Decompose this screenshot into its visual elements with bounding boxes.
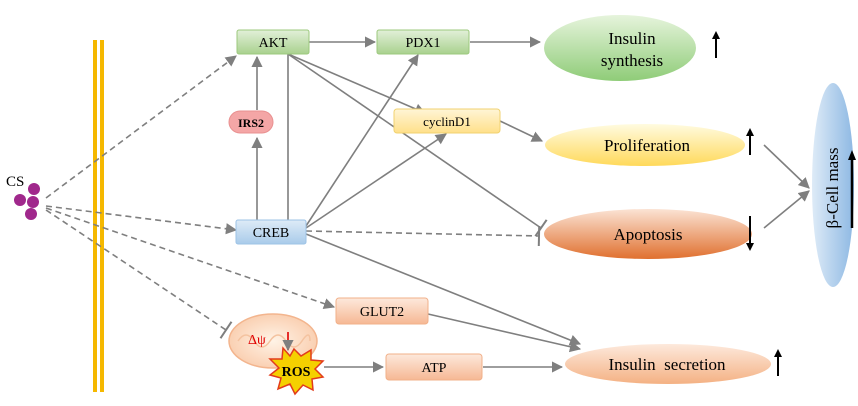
insulin-secretion-outcome: Insulin secretion [565, 344, 771, 384]
insulin-synthesis-label-line2: synthesis [601, 51, 663, 70]
arrow-up-icon-insulin-secretion [774, 349, 782, 376]
creb-label: CREB [253, 226, 290, 241]
arrow-up-icon-insulin-synthesis [712, 31, 720, 58]
proliferation-label: Proliferation [604, 136, 690, 155]
apoptosis-label: Apoptosis [614, 225, 683, 244]
cs-label: CS [6, 174, 24, 190]
irs2-node[interactable]: IRS2 [228, 110, 274, 134]
cyclind1-node[interactable]: cyclinD1 [393, 108, 501, 134]
beta-cell-mass-outcome: β-Cell mass [812, 83, 854, 287]
cell-membrane [93, 40, 104, 392]
cyclind1-label: cyclinD1 [423, 114, 471, 129]
pdx1-label: PDX1 [405, 36, 440, 51]
arrow-up-icon-beta-cell-mass [848, 150, 856, 228]
glut2-node[interactable]: GLUT2 [335, 297, 429, 325]
ros-label: ROS [282, 365, 311, 380]
pdx1-node[interactable]: PDX1 [376, 29, 470, 55]
insulin-synthesis-label-line1: Insulin [608, 29, 656, 48]
beta-cell-mass-label: β-Cell mass [823, 148, 842, 229]
akt-label: AKT [259, 36, 288, 51]
cs-dashed-arrows [45, 55, 336, 339]
atp-node[interactable]: ATP [385, 353, 483, 381]
glut2-label: GLUT2 [360, 305, 404, 320]
akt-node[interactable]: AKT [236, 29, 310, 55]
ros-burst-icon: ROS [268, 346, 325, 396]
proliferation-outcome: Proliferation [545, 124, 745, 166]
delta-psi-label: Δψ [248, 333, 266, 348]
atp-label: ATP [422, 361, 447, 376]
pathway-connections [251, 36, 810, 373]
cs-molecule-cluster [14, 183, 40, 220]
creb-node[interactable]: CREB [235, 219, 307, 245]
arrow-down-icon-apoptosis [746, 216, 754, 251]
creb-apoptosis-dashed-inhibition [305, 225, 541, 247]
apoptosis-outcome: Apoptosis [544, 209, 752, 259]
insulin-secretion-label: Insulin secretion [608, 355, 726, 374]
insulin-synthesis-outcome: Insulin synthesis [544, 15, 696, 81]
irs2-label: IRS2 [238, 116, 264, 130]
arrow-up-icon-proliferation [746, 128, 754, 155]
